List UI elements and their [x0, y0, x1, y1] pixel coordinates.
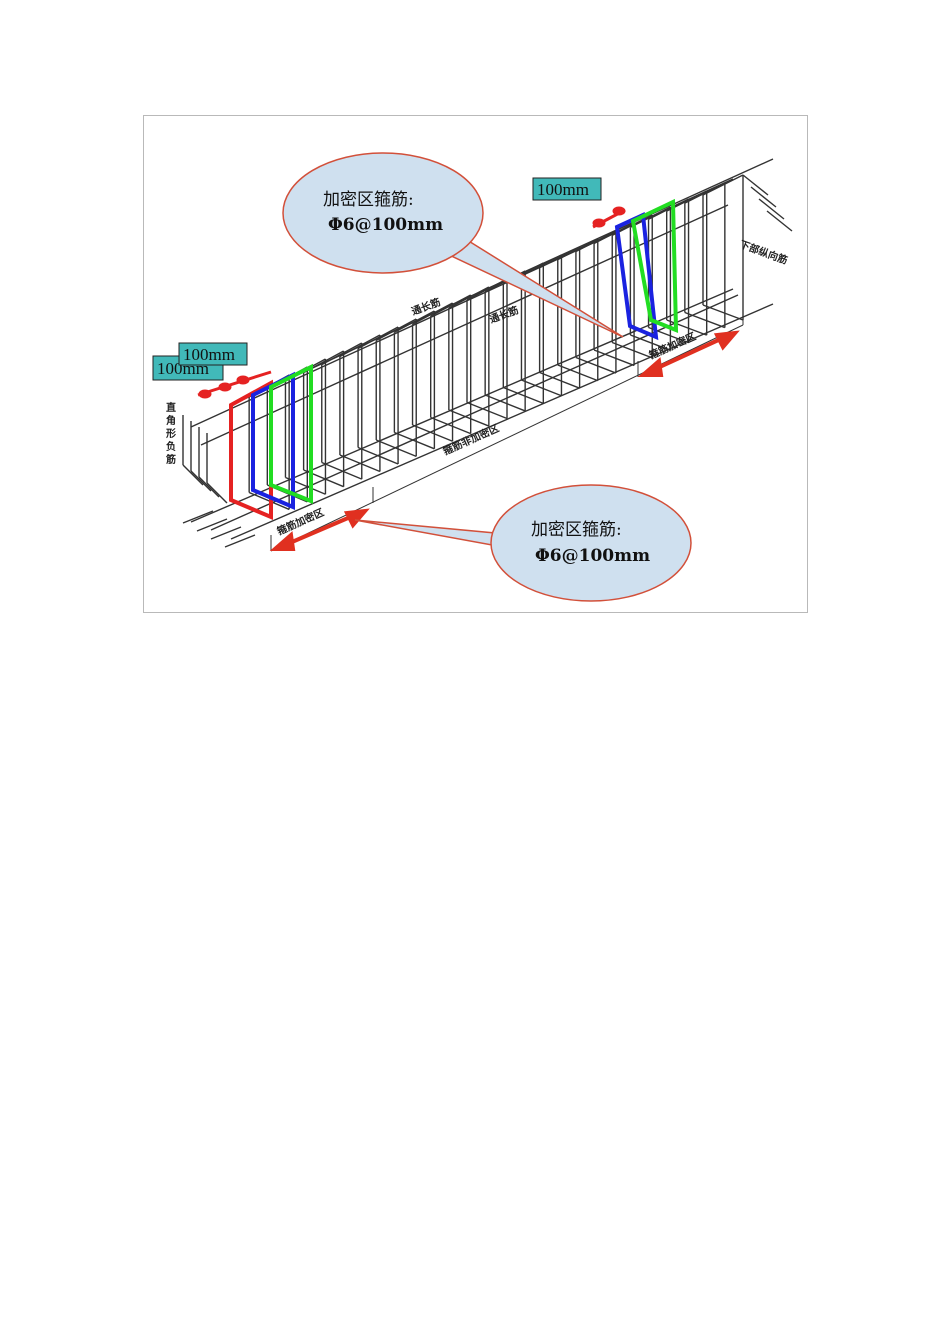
rebar-line — [466, 278, 508, 301]
rebar-line — [321, 342, 363, 366]
rebar-line — [611, 341, 653, 359]
rebar-line — [339, 454, 381, 473]
callout-top: 加密区箍筋: Φ6@100mm — [282, 152, 624, 338]
rebar-line — [630, 206, 671, 228]
rebar-line — [702, 304, 744, 321]
stirrup-red-left — [229, 379, 273, 521]
rebar-line — [190, 470, 212, 492]
stirrup-highlights — [229, 198, 679, 521]
rebar-line — [394, 431, 435, 450]
rebar-line — [593, 222, 635, 245]
rebar-line — [484, 394, 526, 412]
rebar-line — [684, 182, 726, 204]
rebar-line — [539, 246, 580, 269]
callout-top-line1: 加密区箍筋: — [323, 190, 414, 210]
rebar-line — [648, 198, 689, 220]
rebar-line — [593, 349, 635, 367]
rebar-line — [503, 386, 544, 404]
dim-label-right-box: 100mm — [532, 177, 602, 201]
rebar-line — [448, 409, 490, 427]
rebar-line — [196, 518, 228, 532]
rebar-line — [684, 311, 726, 329]
stirrup-green-left — [269, 363, 313, 504]
callout-top-line2: Φ6@100mm — [328, 215, 443, 235]
rebar-line — [521, 379, 562, 397]
rebar-line — [210, 526, 242, 540]
svg-text:100mm: 100mm — [537, 180, 589, 199]
svg-text:100mm: 100mm — [183, 345, 235, 364]
diagram-canvas: 100mm 100mm 100mm 加密区箍筋: Φ6@100mm 加密区箍筋:… — [143, 115, 808, 613]
rebar-line — [224, 534, 256, 548]
label-right-angle-bar: 直角形负筋 — [165, 401, 176, 466]
rebar-line — [182, 510, 214, 524]
stirrup-green-right — [630, 198, 679, 333]
rebar-line — [357, 326, 399, 350]
rebar-line — [198, 476, 220, 498]
rebar-line — [742, 174, 769, 196]
rebar-line — [430, 416, 471, 435]
rebar-line — [375, 318, 417, 342]
rebar-line — [766, 210, 793, 232]
callout-bottom-line2: Φ6@100mm — [535, 546, 650, 566]
rebar-line — [702, 174, 744, 196]
rebar-line — [321, 461, 363, 480]
rebar-line — [539, 371, 580, 389]
callout-bottom-line1: 加密区箍筋: — [531, 520, 622, 540]
rebar-line — [630, 334, 671, 351]
rebar-line — [750, 186, 777, 208]
rebar-line — [230, 303, 774, 540]
rebar-line — [357, 446, 399, 465]
rebar-line — [190, 288, 734, 523]
rebar-line — [575, 230, 617, 253]
rebar-line — [448, 286, 490, 309]
dense-zone-arrows — [269, 330, 740, 551]
rebar-line — [394, 310, 435, 333]
rebar-line — [557, 364, 599, 382]
rebar-line — [412, 424, 453, 442]
dimension-ticks — [197, 206, 626, 399]
rebar-line — [375, 439, 417, 458]
rebar-line — [758, 198, 785, 220]
rebar-line — [412, 302, 453, 325]
rebar-line — [521, 254, 562, 277]
rebar-cage-diagram: 100mm 100mm 100mm 加密区箍筋: Φ6@100mm 加密区箍筋:… — [143, 115, 808, 613]
dim-label-left-front-box: 100mm — [178, 342, 248, 366]
rebar-line — [666, 319, 707, 336]
rebar-line — [557, 238, 599, 261]
label-right-angle-bar-vertical: 直角形负筋 — [165, 401, 176, 466]
rebar-line — [430, 294, 472, 317]
rebar-line — [206, 482, 228, 504]
callout-bottom: 加密区箍筋: Φ6@100mm — [354, 484, 692, 602]
rebar-line — [575, 356, 617, 374]
rebar-line — [339, 334, 381, 358]
rebar-line — [182, 464, 204, 486]
rebar-line — [466, 401, 508, 420]
